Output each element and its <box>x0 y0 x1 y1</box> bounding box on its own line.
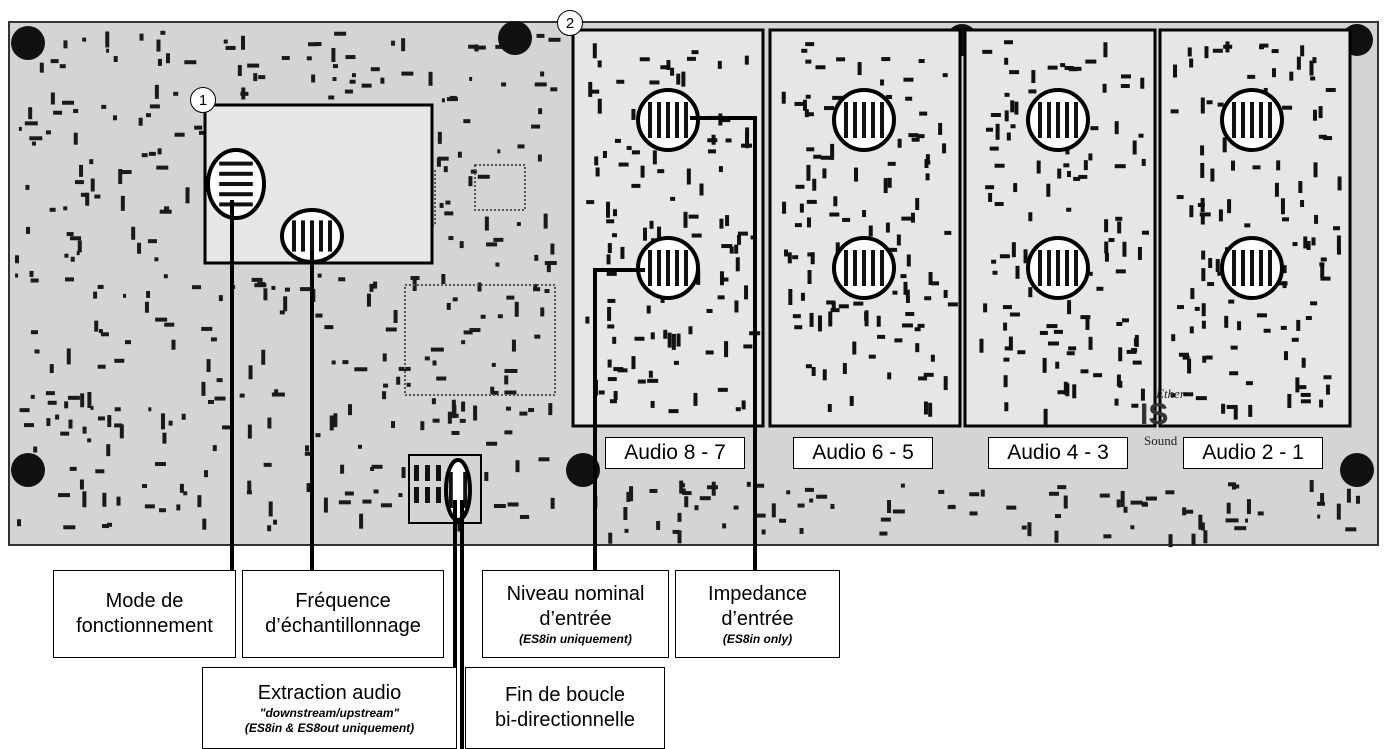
label-impedance-line1: Impedance <box>708 582 807 605</box>
loop-jumpers <box>414 465 441 503</box>
label-impedance-line2: d’entrée <box>721 607 794 630</box>
audio-label-6-5: Audio 6 - 5 <box>793 437 933 469</box>
callout-lines <box>230 116 757 749</box>
label-niveau-note: (ES8in uniquement) <box>519 631 632 646</box>
jumper-group <box>206 88 1284 522</box>
mounting-hole <box>566 453 600 487</box>
main-chip <box>404 284 556 396</box>
label-extraction-note2: (ES8in & ES8out uniquement) <box>244 720 415 735</box>
label-fin-line1: Fin de boucle <box>504 684 626 706</box>
label-mode-line1: Mode de <box>105 590 184 612</box>
label-extraction-note1: "downstream/upstream" <box>259 705 400 720</box>
marker-2: 2 <box>557 10 583 36</box>
label-niveau: Niveau nominal d’entrée (ES8in uniquemen… <box>482 570 669 658</box>
label-niveau-line1: Niveau nominal <box>506 582 645 605</box>
label-fin: Fin de boucle bi-directionnelle <box>465 667 665 749</box>
module-component-pattern <box>585 40 1342 425</box>
marker-1: 1 <box>190 87 216 113</box>
audio-label-2-1: Audio 2 - 1 <box>1183 437 1323 469</box>
logo-top: Ether <box>1156 386 1185 401</box>
audio-label-4-3: Audio 4 - 3 <box>988 437 1128 469</box>
label-freq-line1: Fréquence <box>295 590 391 612</box>
mounting-hole <box>11 453 45 487</box>
label-freq: Fréquence d’échantillonnage <box>242 570 444 658</box>
logo-main: IS <box>1140 398 1169 431</box>
label-niveau-line2: d’entrée <box>539 607 612 630</box>
label-extraction: Extraction audio "downstream/upstream" (… <box>202 667 457 749</box>
logo-bottom: Sound <box>1144 433 1178 448</box>
mounting-hole <box>11 26 45 60</box>
line-niveau <box>593 268 645 570</box>
pcb-component-pattern <box>15 30 1360 548</box>
label-mode: Mode de fonctionnement <box>53 570 236 658</box>
label-impedance: Impedance d’entrée (ES8in only) <box>675 570 840 658</box>
audio-label-8-7: Audio 8 - 7 <box>605 437 745 469</box>
label-fin-line2: bi-directionnelle <box>494 709 636 731</box>
audio-modules <box>571 28 1352 428</box>
line-impedance <box>690 116 757 570</box>
label-impedance-note: (ES8in only) <box>722 631 793 646</box>
label-freq-line2: d’échantillonnage <box>265 615 421 637</box>
mounting-hole <box>498 21 532 55</box>
label-mode-line2: fonctionnement <box>76 615 213 637</box>
mounting-hole <box>1340 453 1374 487</box>
chip-small-2 <box>474 164 526 211</box>
label-extraction-line1: Extraction audio <box>257 681 402 704</box>
